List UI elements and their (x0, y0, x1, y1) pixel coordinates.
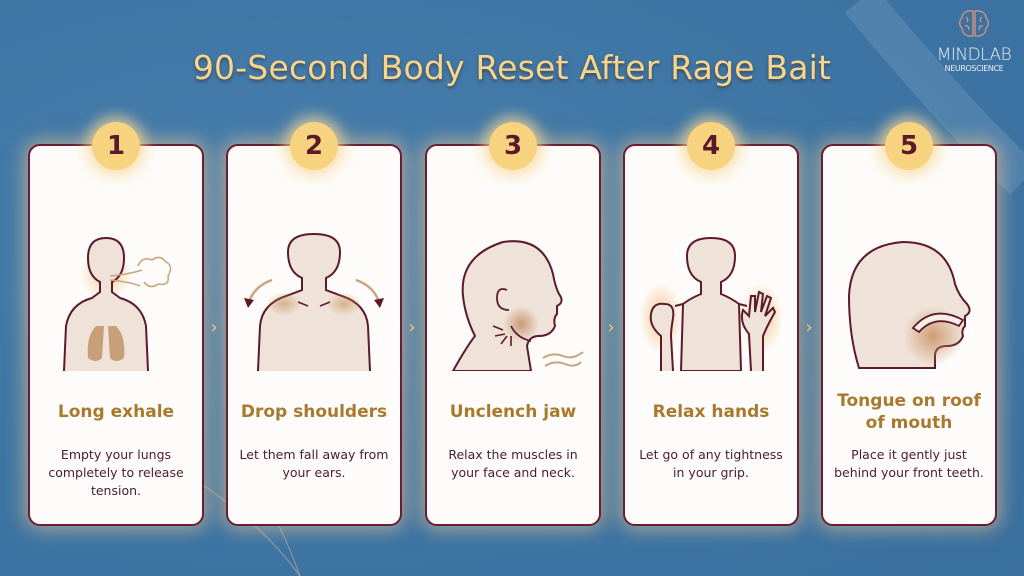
step-number-badge: 5 (885, 122, 933, 170)
relax-hands-icon (639, 236, 783, 371)
step-description: Empty your lungs completely to release t… (48, 447, 184, 498)
unclench-jaw-icon (451, 240, 584, 371)
next-arrow-icon: › (408, 317, 416, 338)
step-title: Unclench jaw (449, 402, 577, 422)
step-description: Relax the muscles in your face and neck. (448, 447, 578, 480)
next-arrow-icon: › (607, 317, 615, 338)
step-card-5: 5 Tongue on roof of mouth Place it gentl… (821, 122, 997, 526)
brain-icon (959, 10, 989, 37)
step-description: Place it gently just behind your front t… (834, 447, 984, 480)
step-description: Let go of any tightness in your grip. (639, 447, 783, 480)
logo-subtitle: NEUROSCIENCE (944, 64, 1004, 73)
step-number-badge: 4 (687, 122, 735, 170)
step-card-4: 4 Relax hands Let go of any tightness in… (623, 122, 799, 526)
tongue-roof-icon (847, 240, 971, 369)
next-arrow-icon: › (210, 317, 218, 338)
step-title: Long exhale (57, 402, 175, 422)
step-card-2: 2 Drop shoulders Let them fall away from… (226, 122, 402, 526)
logo: MINDLAB NEUROSCIENCE (932, 8, 1016, 74)
step-number-badge: 1 (92, 122, 140, 170)
page-title: 90-Second Body Reset After Rage Bait (192, 48, 832, 87)
step-title: Drop shoulders (240, 402, 388, 422)
exhale-lungs-icon (63, 236, 172, 371)
step-number-badge: 3 (489, 122, 537, 170)
step-card-1: 1 Long exhale Empty your lungs completel… (28, 122, 204, 526)
step-number-badge: 2 (290, 122, 338, 170)
step-description: Let them fall away from your ears. (239, 447, 389, 480)
next-arrow-icon: › (805, 317, 813, 338)
step-title: Tongue on roof of mouth (837, 391, 981, 433)
step-card-3: 3 Unclench jaw Relax the muscles in your… (425, 122, 601, 526)
logo-brand: MINDLAB (936, 45, 1012, 65)
step-title: Relax hands (652, 402, 770, 422)
drop-shoulders-icon (244, 232, 384, 371)
